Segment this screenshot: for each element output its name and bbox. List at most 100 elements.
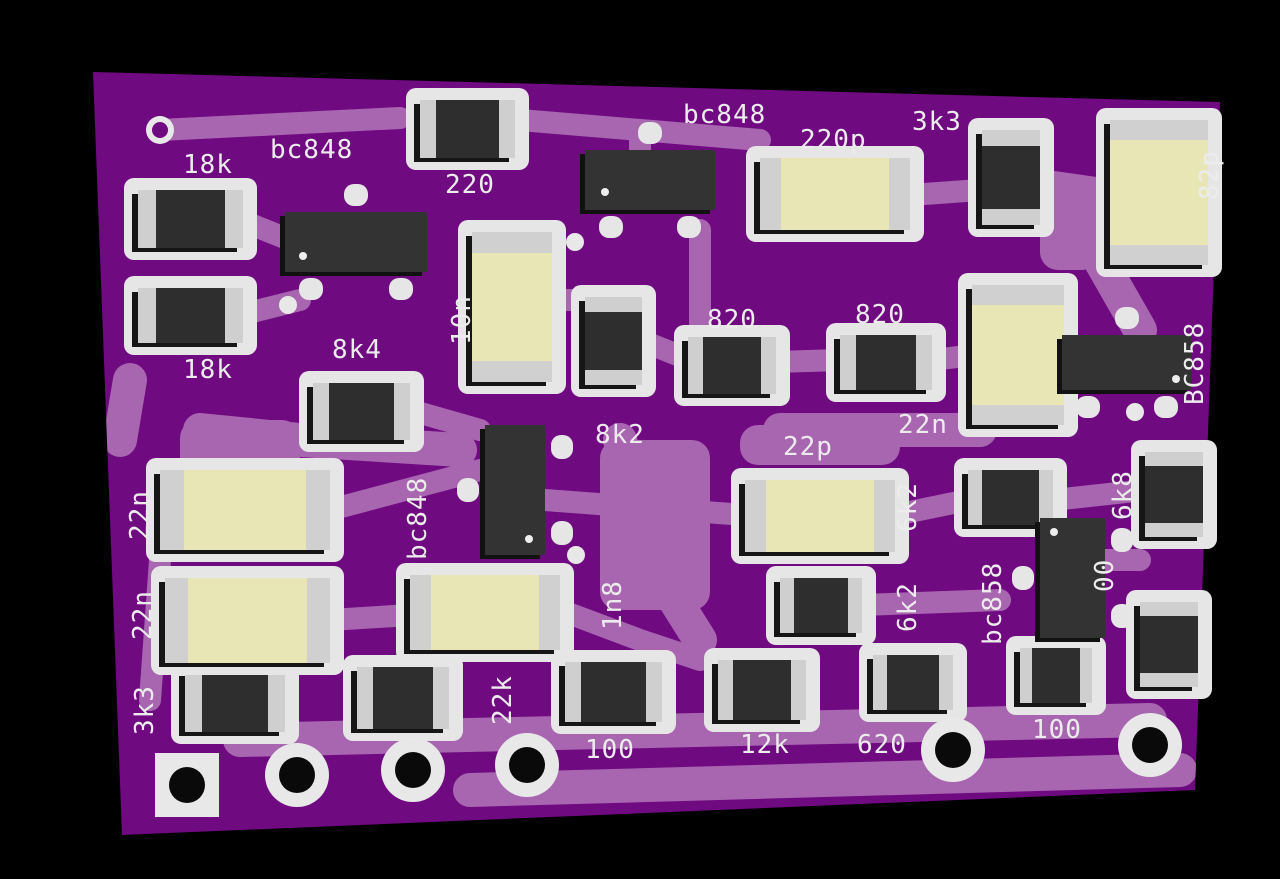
silkscreen-label: bc848 [270, 135, 354, 165]
solder-pad [344, 184, 368, 206]
smd-resistor [840, 335, 932, 390]
terminal [688, 337, 703, 394]
silkscreen-label: 6k8 [1108, 470, 1138, 520]
silkscreen-label: 18k [183, 150, 233, 180]
silkscreen-label: 3k3 [912, 107, 962, 137]
drill-hole [152, 122, 168, 138]
copper-trace [149, 107, 411, 141]
terminal [645, 662, 662, 722]
through-hole-pad [495, 733, 559, 797]
terminal [1038, 470, 1053, 525]
smd-resistor [780, 578, 862, 633]
solder-pad [638, 122, 662, 144]
smd-resistor [718, 660, 806, 720]
smd-resistor [982, 130, 1040, 225]
solder-pad [551, 435, 573, 459]
terminal [1110, 244, 1208, 265]
solder-pad [299, 278, 323, 300]
silkscreen-label: 100 [585, 735, 635, 765]
terminal [873, 655, 887, 710]
pin1-marker [1050, 528, 1058, 536]
terminal [982, 130, 1040, 147]
silkscreen-label: 10n [447, 295, 477, 345]
terminal [1145, 522, 1203, 537]
pin1-marker [1172, 375, 1180, 383]
drill-hole [1132, 727, 1168, 763]
smd-resistor [565, 662, 662, 722]
terminal [313, 383, 330, 440]
terminal [1110, 120, 1208, 141]
solder-pad [389, 278, 413, 300]
silkscreen-label: 3k3 [130, 685, 160, 735]
silkscreen-label: 6k2 [893, 482, 923, 532]
silkscreen-label: 22n [128, 590, 158, 640]
silkscreen-label: bc848 [683, 100, 767, 130]
terminal [357, 667, 373, 729]
terminal [745, 480, 766, 552]
copper-pour [1040, 180, 1100, 270]
smd-capacitor [410, 575, 560, 650]
terminal [225, 288, 243, 343]
silkscreen-label: 00 [1090, 558, 1120, 592]
terminal [410, 575, 431, 650]
copper-pour [740, 425, 900, 465]
smd-resistor [968, 470, 1053, 525]
solder-pad [1111, 604, 1133, 628]
silkscreen-label: 620 [857, 730, 907, 760]
through-hole-pad [265, 743, 329, 807]
via [567, 546, 585, 564]
drill-hole [509, 747, 545, 783]
smd-capacitor [1110, 120, 1208, 265]
terminal [585, 297, 642, 312]
smd-resistor [1020, 648, 1092, 703]
terminal [791, 660, 806, 720]
terminal [472, 361, 552, 382]
terminal [138, 288, 156, 343]
via [279, 296, 297, 314]
terminal [939, 655, 953, 710]
pin1-marker [601, 188, 609, 196]
copper-pour [600, 440, 710, 610]
terminal [1079, 648, 1092, 703]
terminal [874, 480, 895, 552]
smd-resistor [357, 667, 449, 729]
smd-capacitor [165, 578, 330, 663]
silkscreen-label: 8k2 [595, 420, 645, 450]
terminal [498, 100, 515, 158]
solder-pad [1076, 396, 1100, 418]
copper-trace [453, 753, 1197, 807]
terminal [138, 190, 156, 248]
smd-capacitor [972, 285, 1064, 425]
copper-trace [851, 589, 1011, 616]
silkscreen-label: 22k [488, 675, 518, 725]
terminal [982, 208, 1040, 225]
silkscreen-label: 82p [1195, 150, 1225, 200]
smd-resistor [420, 100, 515, 158]
terminal [306, 578, 330, 663]
silkscreen-label: 820 [707, 305, 757, 335]
terminal [393, 383, 410, 440]
silkscreen-label: 22p [783, 432, 833, 462]
through-hole-pad [921, 718, 985, 782]
smd-resistor [873, 655, 953, 710]
square-through-hole-pad [155, 753, 219, 817]
copper-trace [1042, 479, 1156, 511]
solder-pad [1012, 566, 1034, 590]
smd-resistor [585, 297, 642, 385]
terminal [761, 337, 776, 394]
smd-resistor [185, 672, 285, 732]
silkscreen-label: 1n8 [598, 580, 628, 630]
silkscreen-label: 220p [800, 125, 867, 155]
smd-capacitor [745, 480, 895, 552]
sot23-transistor [585, 150, 715, 210]
terminal [1145, 452, 1203, 467]
drill-hole [935, 732, 971, 768]
copper-trace [319, 459, 491, 521]
via [1126, 403, 1144, 421]
solder-pad [677, 216, 701, 238]
via [146, 116, 174, 144]
terminal [160, 470, 184, 550]
terminal [889, 158, 910, 230]
terminal [306, 470, 330, 550]
